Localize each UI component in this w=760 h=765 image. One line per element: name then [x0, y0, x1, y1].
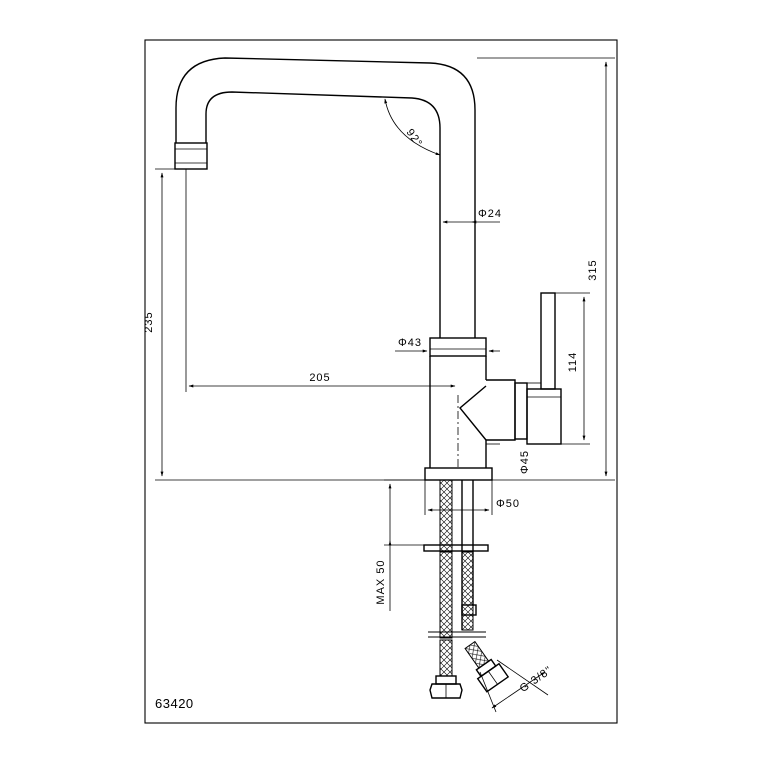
handle-neck	[486, 379, 516, 441]
hose-left	[439, 551, 453, 639]
below-deck	[423, 479, 510, 699]
label-lever-height: 114	[567, 352, 579, 373]
label-spout-height: 235	[143, 311, 155, 332]
faucet-outline	[174, 57, 562, 481]
hose-right	[461, 551, 474, 631]
hose-ferrule	[461, 604, 477, 616]
spout-aerator	[174, 142, 208, 170]
hex-edge	[488, 670, 498, 685]
product-code: 63420	[155, 696, 194, 711]
dimension-lines	[155, 57, 615, 713]
handle-cone	[459, 385, 487, 441]
dim-angle-arc	[384, 98, 441, 156]
body-collar	[429, 337, 487, 357]
shank-hatched	[439, 479, 453, 553]
label-base-diameter: Φ50	[496, 498, 520, 510]
base-plate	[424, 467, 493, 481]
label-body-lower-diameter: Φ45	[519, 450, 531, 474]
hose-left-lower	[439, 639, 453, 677]
fitting-ring	[435, 675, 457, 685]
label-max-deck: MAX 50	[375, 559, 387, 604]
lever	[540, 292, 556, 390]
hose-right-lower	[464, 640, 510, 693]
mounting-plate	[423, 544, 489, 552]
spout-inner	[205, 91, 441, 338]
cartridge-ring	[514, 382, 528, 440]
label-spout-reach: 205	[309, 372, 330, 384]
extension-line	[479, 671, 497, 713]
dim-connection-thread	[491, 671, 546, 709]
labels: 315 235 205 114 Φ24 Φ43 Φ45 Φ50 MAX 50 9…	[143, 127, 599, 711]
label-spout-diameter: Φ24	[478, 208, 502, 220]
body-sides	[429, 356, 487, 468]
spout-outer	[175, 57, 476, 338]
hex-nut-left	[429, 683, 463, 699]
label-connection-thread: G 3/8"	[518, 664, 555, 695]
label-total-height: 315	[587, 259, 599, 280]
label-body-upper-diameter: Φ43	[398, 337, 422, 349]
drawing-frame	[144, 39, 618, 724]
